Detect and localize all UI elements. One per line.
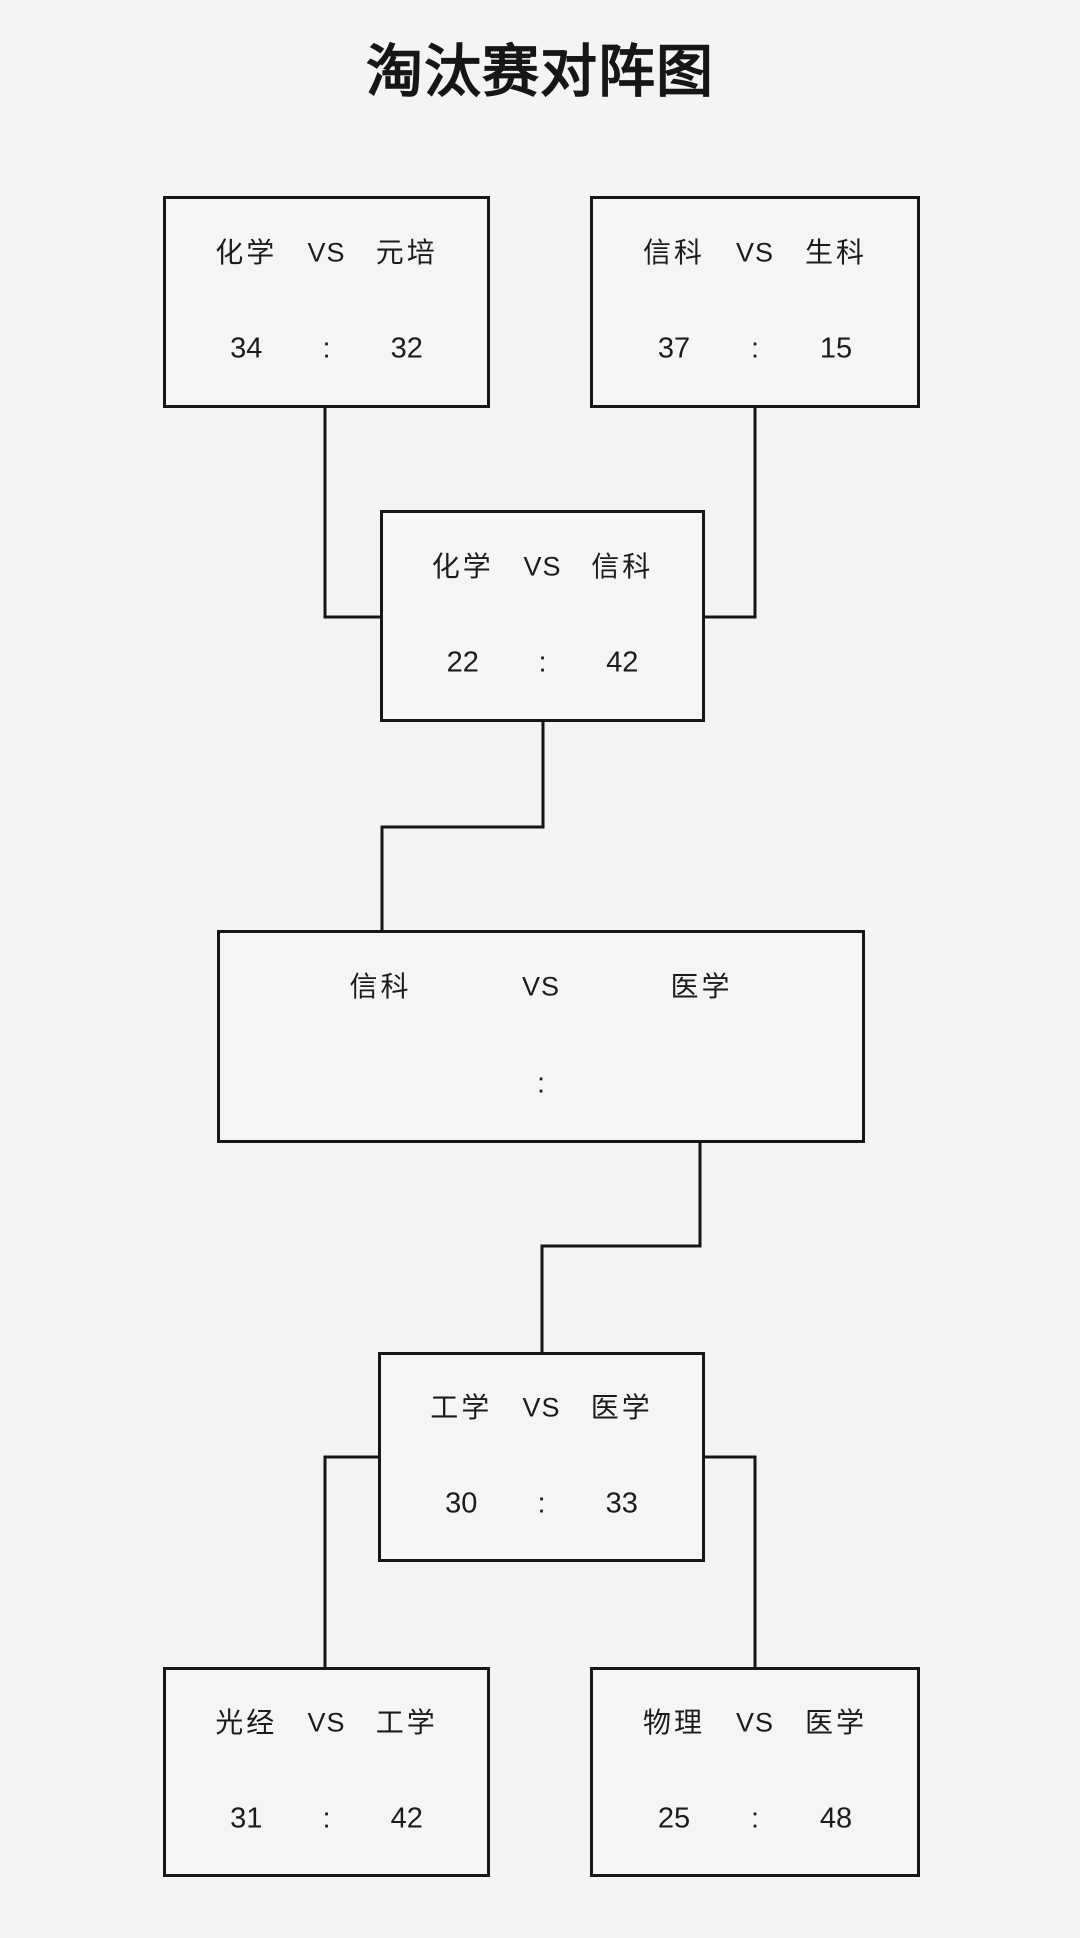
vs-label: VS [307, 237, 346, 268]
match-box-quarterfinal-4: 物理 VS 医学 25 : 48 [590, 1667, 920, 1877]
match-box-quarterfinal-2: 信科 VS 生科 37 : 15 [590, 196, 920, 408]
score-separator: : [322, 332, 331, 365]
score-separator: : [750, 1802, 760, 1835]
team-name: 光经 [215, 1707, 278, 1739]
score-separator: : [537, 1487, 546, 1520]
team-name: 信科 [349, 970, 412, 1002]
team-name: 医学 [670, 970, 733, 1002]
vs-label: VS [307, 1707, 346, 1738]
team-name: 信科 [591, 550, 654, 582]
score-value: 33 [605, 1487, 638, 1520]
match-box-semifinal-1: 化学 VS 信科 22 : 42 [380, 510, 705, 722]
team-name: 生科 [804, 236, 868, 268]
team-name: 化学 [215, 236, 278, 268]
match-box-quarterfinal-1: 化学 VS 元培 34 : 32 [163, 196, 490, 408]
score-value: 25 [657, 1802, 691, 1835]
page-title: 淘汰赛对阵图 [366, 40, 714, 104]
vs-label: VS [521, 971, 561, 1002]
score-value: 34 [230, 332, 263, 365]
score-value: 32 [390, 332, 423, 365]
team-name: 医学 [590, 1392, 653, 1424]
match-box-semifinal-2: 工学 VS 医学 30 : 33 [378, 1352, 705, 1562]
score-separator: : [322, 1802, 331, 1835]
score-value: 31 [230, 1802, 263, 1835]
score-separator: : [750, 332, 760, 365]
match-box-quarterfinal-3: 光经 VS 工学 31 : 42 [163, 1667, 490, 1877]
connector-sf1-to-final [380, 721, 545, 931]
connector-qf1-to-sf1 [323, 407, 380, 619]
team-name: 医学 [804, 1707, 868, 1739]
vs-label: VS [523, 551, 562, 582]
team-name: 元培 [375, 236, 438, 268]
team-name: 工学 [375, 1707, 438, 1739]
match-box-final: 信科 VS 医学 : [217, 930, 865, 1143]
score-separator: : [536, 1067, 546, 1100]
score-value: 22 [446, 646, 479, 679]
vs-label: VS [735, 237, 775, 268]
score-value: 48 [819, 1802, 853, 1835]
team-name: 物理 [642, 1707, 706, 1739]
team-name: 信科 [642, 236, 706, 268]
connector-qf4-to-sf2 [705, 1455, 757, 1668]
connector-qf3-to-sf2 [323, 1455, 379, 1668]
team-name: 化学 [431, 550, 494, 582]
score-value: 37 [657, 332, 691, 365]
score-value: 42 [390, 1802, 423, 1835]
vs-label: VS [522, 1392, 561, 1423]
connector-qf2-to-sf1 [705, 407, 757, 619]
score-value: 42 [606, 646, 639, 679]
connector-final-to-sf2 [540, 1142, 702, 1353]
team-name: 工学 [430, 1392, 493, 1424]
score-separator: : [538, 646, 547, 679]
score-value: 15 [819, 332, 853, 365]
score-value: 30 [445, 1487, 478, 1520]
vs-label: VS [735, 1707, 775, 1738]
